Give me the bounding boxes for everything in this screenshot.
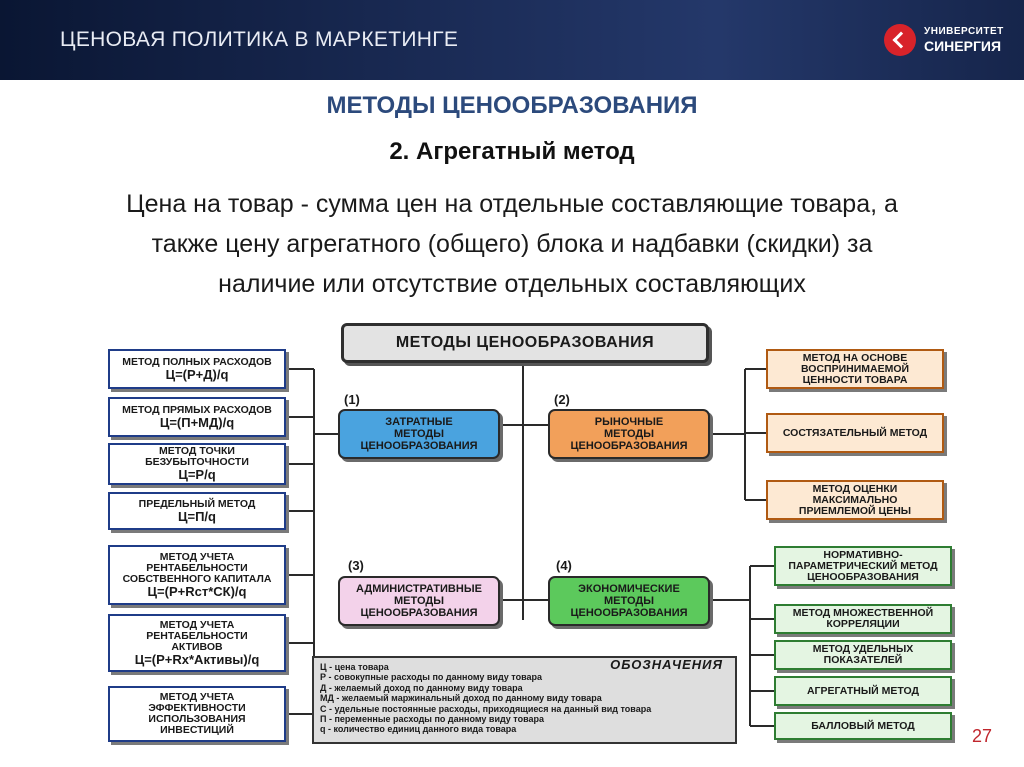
box-text-line: ИСПОЛЬЗОВАНИЯ	[148, 713, 246, 725]
formula-text: Ц=П/q	[178, 508, 216, 524]
box-text-line: ПАРАМЕТРИЧЕСКИЙ МЕТОД	[788, 559, 938, 572]
box-text-line: ЦЕНООБРАЗОВАНИЯ	[570, 607, 688, 619]
university-logo: УНИВЕРСИТЕТ СИНЕРГИЯ	[884, 22, 1014, 62]
synergy-logo-icon	[884, 24, 916, 56]
box-text-line: АКТИВОВ	[171, 640, 223, 653]
box-text-line: АДМИНИСТРАТИВНЫЕ	[356, 583, 482, 595]
box-text-line: ЦЕНООБРАЗОВАНИЯ	[360, 440, 478, 452]
box-text-line: ИНВЕСТИЦИЙ	[160, 724, 234, 736]
box-text-line: МЕТОД ПРЯМЫХ РАСХОДОВ	[122, 403, 272, 416]
box-text-line: МЕТОДЫ	[394, 595, 444, 607]
box-text-line: МЕТОД ТОЧКИ	[159, 445, 235, 457]
category-number: (4)	[556, 558, 572, 573]
legend-line: П - переменные расходы по данному виду т…	[320, 714, 545, 725]
box-text-line: СОСТЯЗАТЕЛЬНЫЙ МЕТОД	[782, 426, 928, 439]
slide-subtitle: 2. Агрегатный метод	[389, 138, 635, 165]
box-text-line: МЕТОДЫ	[604, 428, 654, 440]
box-text-line: МЕТОДЫ	[394, 428, 444, 440]
diagram-root-box: МЕТОДЫ ЦЕНООБРАЗОВАНИЯ	[341, 323, 709, 363]
box-text-line: НОРМАТИВНО-	[823, 548, 903, 561]
category-number: (2)	[554, 392, 570, 407]
box-text-line: СОБСТВЕННОГО КАПИТАЛА	[122, 572, 272, 585]
box-text-line: РЫНОЧНЫЕ	[594, 416, 664, 428]
box-text-line: МЕТОДЫ	[604, 595, 654, 607]
legend-line: МД - желаемый маржинальный доход по данн…	[320, 693, 602, 704]
logo-top-text: УНИВЕРСИТЕТ	[924, 26, 1004, 37]
formula-text: Ц=(Р+Д)/q	[165, 366, 229, 382]
box-text-line: МЕТОД УЧЕТА	[159, 550, 235, 563]
box-text-line: РЕНТАБЕЛЬНОСТИ	[146, 561, 248, 574]
box-text-line: МЕТОД ОЦЕНКИ	[812, 482, 898, 495]
slide-title: МЕТОДЫ ЦЕНООБРАЗОВАНИЯ	[326, 92, 698, 119]
legend-line: Р - совокупные расходы по данному виду т…	[320, 672, 542, 683]
box-text-line: ЗАТРАТНЫЕ	[385, 416, 453, 428]
box-text-line: МЕТОД НА ОСНОВЕ	[802, 351, 908, 364]
legend-line: Д - желаемый доход по данному виду товар…	[320, 682, 523, 693]
legend-line: Ц - цена товара	[320, 662, 389, 672]
formula-text: Ц=(Р+Rх*Активы)/q	[134, 651, 260, 667]
box-text-line: ПОКАЗАТЕЛЕЙ	[823, 654, 903, 666]
box-text-line: ЭКОНОМИЧЕСКИЕ	[578, 583, 680, 595]
slide-description: Цена на товар - сумма цен на отдельные с…	[20, 184, 1004, 304]
box-text-line: ЦЕНООБРАЗОВАНИЯ	[570, 440, 688, 452]
header-bar: ЦЕНОВАЯ ПОЛИТИКА В МАРКЕТИНГЕ УНИВЕРСИТЕ…	[0, 0, 1024, 80]
box-text-line: БЕЗУБЫТОЧНОСТИ	[145, 456, 249, 468]
description-line: также цену агрегатного (общего) блока и …	[151, 230, 873, 258]
header-title: ЦЕНОВАЯ ПОЛИТИКА В МАРКЕТИНГЕ	[60, 28, 459, 51]
box-text-line: МЕТОД МНОЖЕСТВЕННОЙ	[792, 607, 934, 619]
box-text-line: БАЛЛОВЫЙ МЕТОД	[811, 719, 915, 732]
formula-text: Ц=(Р+Rст*СК)/q	[147, 583, 247, 599]
market-method-box: СОСТЯЗАТЕЛЬНЫЙ МЕТОД	[766, 413, 944, 453]
box-text-line: МАКСИМАЛЬНО	[812, 493, 898, 506]
legend-title: ОБОЗНАЧЕНИЯ	[610, 657, 723, 672]
economic-method-box: БАЛЛОВЫЙ МЕТОД	[774, 712, 952, 740]
box-text-line: АГРЕГАТНЫЙ МЕТОД	[806, 684, 920, 697]
formula-text: Ц=(П+МД)/q	[159, 414, 235, 430]
box-text-line: МЕТОД УЧЕТА	[159, 618, 235, 631]
box-text-line: МЕТОД УЧЕТА	[159, 691, 235, 703]
box-text-line: РЕНТАБЕЛЬНОСТИ	[146, 629, 248, 642]
category-number: (3)	[348, 558, 364, 573]
legend-line: С - удельные постоянные расходы, приходя…	[320, 703, 652, 714]
box-text-line: ПРЕДЕЛЬНЫЙ МЕТОД	[138, 497, 256, 510]
formula-text: Ц=Р/q	[178, 467, 216, 482]
box-text-line: ЦЕННОСТИ ТОВАРА	[802, 373, 908, 386]
economic-method-box: АГРЕГАТНЫЙ МЕТОД	[774, 676, 952, 706]
box-text-line: КОРРЕЛЯЦИИ	[826, 618, 900, 630]
box-text-line: МЕТОД УДЕЛЬНЫХ	[812, 643, 914, 655]
box-text-line: ПРИЕМЛЕМОЙ ЦЕНЫ	[798, 504, 912, 517]
description-line: Цена на товар - сумма цен на отдельные с…	[126, 190, 898, 218]
page-number: 27	[972, 726, 993, 746]
legend-line: q - количество единиц данного вида товар…	[320, 724, 517, 735]
box-text-line: ВОСПРИНИМАЕМОЙ	[800, 362, 910, 375]
box-text-line: ЦЕНООБРАЗОВАНИЯ	[807, 570, 919, 583]
category-number: (1)	[344, 392, 360, 407]
box-text-line: ЦЕНООБРАЗОВАНИЯ	[360, 607, 478, 619]
box-text-line: ЭФФЕКТИВНОСТИ	[148, 702, 246, 714]
box-text-line: МЕТОД ПОЛНЫХ РАСХОДОВ	[122, 355, 272, 368]
legend-box: ОБОЗНАЧЕНИЯ Ц - цена товара Р - совокупн…	[312, 656, 737, 744]
logo-bottom-text: СИНЕРГИЯ	[924, 38, 1002, 54]
description-line: наличие или отсутствие отдельных составл…	[218, 270, 806, 298]
